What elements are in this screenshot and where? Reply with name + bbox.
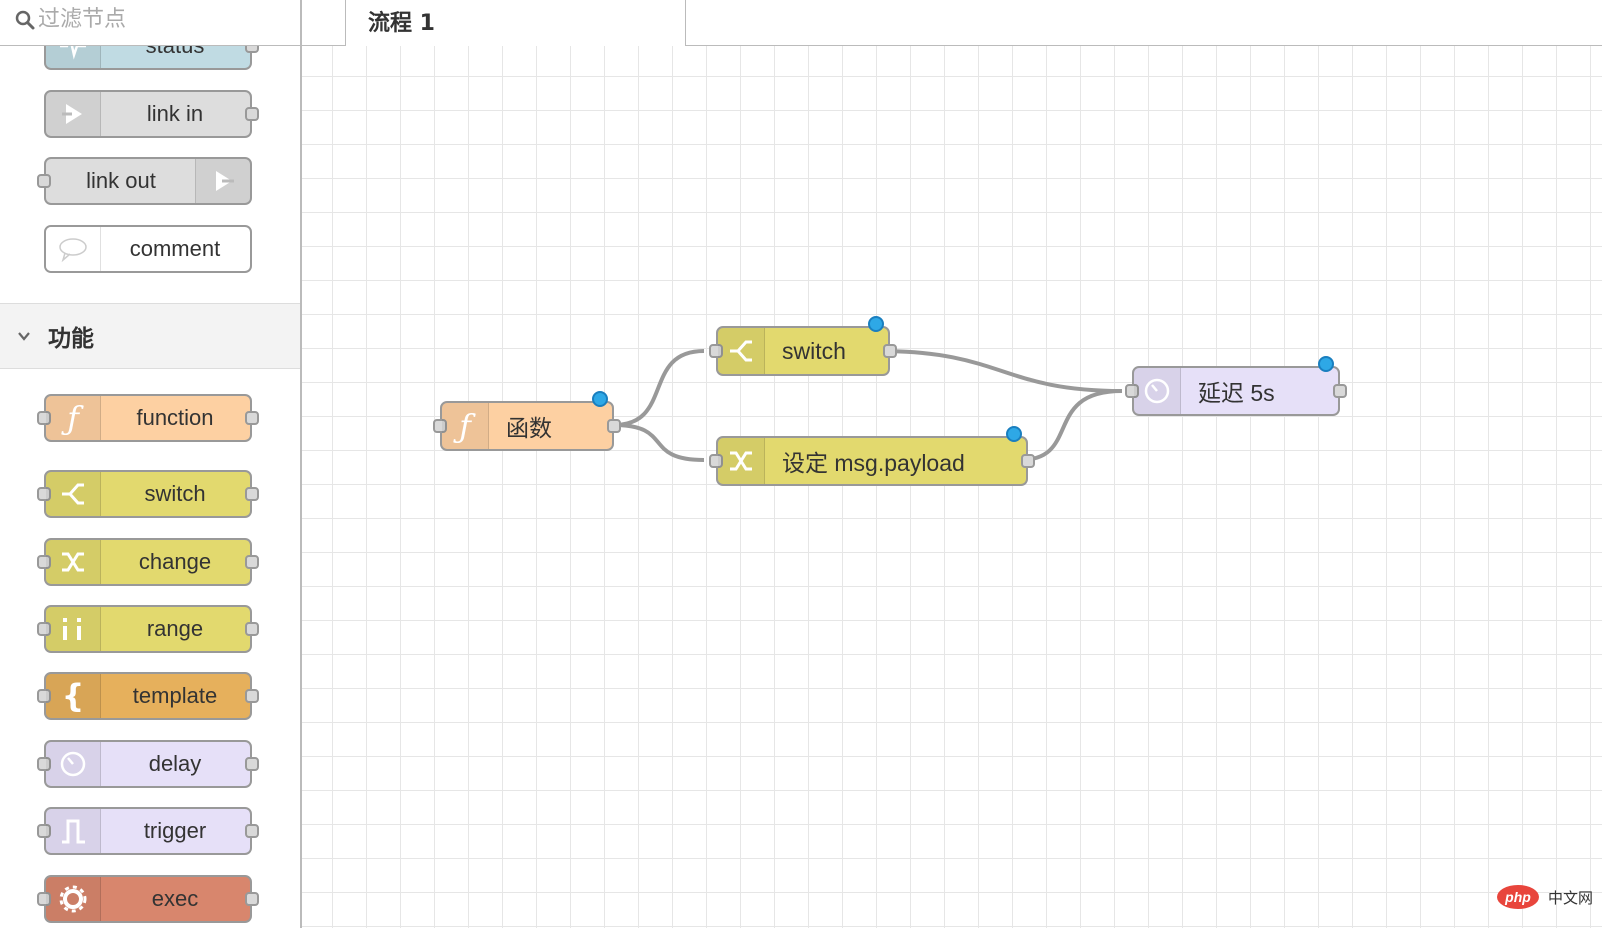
palette-node-range[interactable]: range	[37, 605, 259, 653]
wire-fn-to-switch[interactable]	[613, 349, 705, 427]
palette-node-label: delay	[148, 751, 202, 776]
input-port[interactable]	[37, 689, 51, 703]
palette-node-link-out[interactable]: link out	[37, 157, 252, 205]
changed-indicator	[1318, 356, 1334, 372]
shuffle-icon	[718, 438, 765, 484]
flow-node-label: 延迟 5s	[1198, 380, 1275, 406]
output-port[interactable]	[245, 892, 259, 906]
palette-node-label: switch	[144, 481, 206, 506]
output-port[interactable]	[245, 689, 259, 703]
palette-node-link-in[interactable]: link in	[44, 90, 259, 138]
changed-indicator	[868, 316, 884, 332]
input-port[interactable]	[37, 757, 51, 771]
palette-node-label: function	[136, 405, 214, 430]
input-port[interactable]	[433, 419, 447, 433]
input-port[interactable]	[1125, 384, 1139, 398]
palette-node-label: comment	[129, 236, 221, 261]
palette-node-label: link in	[146, 101, 204, 126]
function-icon: ƒ	[46, 396, 101, 440]
flow-node-label: 设定 msg.payload	[782, 450, 965, 476]
switch-icon	[46, 472, 101, 516]
wire-fn-to-change[interactable]	[613, 423, 705, 462]
palette-node-function[interactable]: ƒ function	[37, 394, 259, 442]
flow-node-switch[interactable]: switch	[709, 316, 897, 376]
output-port[interactable]	[245, 555, 259, 569]
palette-node-label: template	[132, 683, 218, 708]
node-palette: status link in link out comment 功能	[0, 0, 302, 928]
input-port[interactable]	[709, 344, 723, 358]
output-port[interactable]	[1333, 384, 1347, 398]
output-port[interactable]	[1021, 454, 1035, 468]
palette-node-trigger[interactable]: trigger	[37, 807, 259, 855]
shuffle-icon	[46, 540, 101, 584]
flow-node-change[interactable]: 设定 msg.payload	[709, 426, 1035, 486]
tab-scroll-left	[302, 0, 346, 46]
output-port[interactable]	[245, 757, 259, 771]
output-port[interactable]	[245, 487, 259, 501]
tab-label: 流程 1	[368, 11, 435, 36]
flow-node-delay[interactable]: 延迟 5s	[1125, 356, 1347, 416]
changed-indicator	[592, 391, 608, 407]
input-port[interactable]	[37, 174, 51, 188]
flow-node-function[interactable]: ƒ 函数	[433, 391, 621, 451]
palette-node-label: change	[138, 549, 212, 574]
input-port[interactable]	[37, 411, 51, 425]
input-port[interactable]	[37, 487, 51, 501]
palette-node-switch[interactable]: switch	[37, 470, 259, 518]
flow-node-label: 函数	[506, 415, 552, 441]
range-icon	[46, 607, 101, 651]
switch-icon	[718, 328, 765, 374]
function-icon: ƒ	[442, 403, 489, 449]
output-port[interactable]	[883, 344, 897, 358]
wires-layer	[613, 349, 1123, 462]
brace-icon: {	[46, 674, 101, 718]
search-icon	[15, 10, 35, 30]
speech-bubble-icon	[46, 227, 101, 271]
wire-change-to-delay[interactable]	[1019, 389, 1123, 462]
watermark-text: 中文网	[1548, 888, 1594, 907]
svg-text:php: php	[1504, 889, 1531, 905]
palette-node-label: trigger	[143, 818, 207, 843]
output-port[interactable]	[607, 419, 621, 433]
wire-switch-to-delay[interactable]	[879, 349, 1123, 393]
input-port[interactable]	[709, 454, 723, 468]
filter-nodes-input[interactable]	[38, 4, 288, 34]
input-port[interactable]	[37, 824, 51, 838]
input-port[interactable]	[37, 892, 51, 906]
output-port[interactable]	[245, 107, 259, 121]
cog-icon	[46, 877, 101, 921]
flow-node-label: switch	[782, 337, 846, 364]
palette-node-template[interactable]: { template	[37, 672, 259, 720]
trigger-icon	[46, 809, 101, 853]
chevron-down-icon	[18, 332, 30, 341]
php-logo-icon: php	[1497, 885, 1539, 909]
flow-workspace[interactable]: ƒ 函数 switch 设定 msg.payload 延迟 5s	[302, 46, 1602, 928]
link-in-icon	[46, 92, 101, 136]
palette-node-label: range	[146, 616, 204, 641]
changed-indicator	[1006, 426, 1022, 442]
palette-node-label: exec	[151, 886, 199, 911]
palette-node-change[interactable]: change	[37, 538, 259, 586]
output-port[interactable]	[245, 622, 259, 636]
palette-node-delay[interactable]: delay	[37, 740, 259, 788]
timer-icon	[1134, 368, 1181, 414]
tab-bar: 流程 1	[302, 0, 1602, 46]
timer-icon	[46, 742, 101, 786]
link-out-icon	[195, 159, 250, 203]
output-port[interactable]	[245, 824, 259, 838]
input-port[interactable]	[37, 622, 51, 636]
palette-node-label: link out	[86, 168, 156, 193]
watermark: php 中文网	[1496, 884, 1593, 910]
category-label: 功能	[48, 326, 94, 352]
palette-filter	[0, 0, 300, 46]
output-port[interactable]	[245, 411, 259, 425]
input-port[interactable]	[37, 555, 51, 569]
palette-node-exec[interactable]: exec	[37, 875, 259, 923]
palette-node-comment[interactable]: comment	[44, 225, 252, 273]
category-header-function[interactable]: 功能	[0, 303, 300, 369]
tab-flow-1[interactable]: 流程 1	[346, 0, 686, 46]
